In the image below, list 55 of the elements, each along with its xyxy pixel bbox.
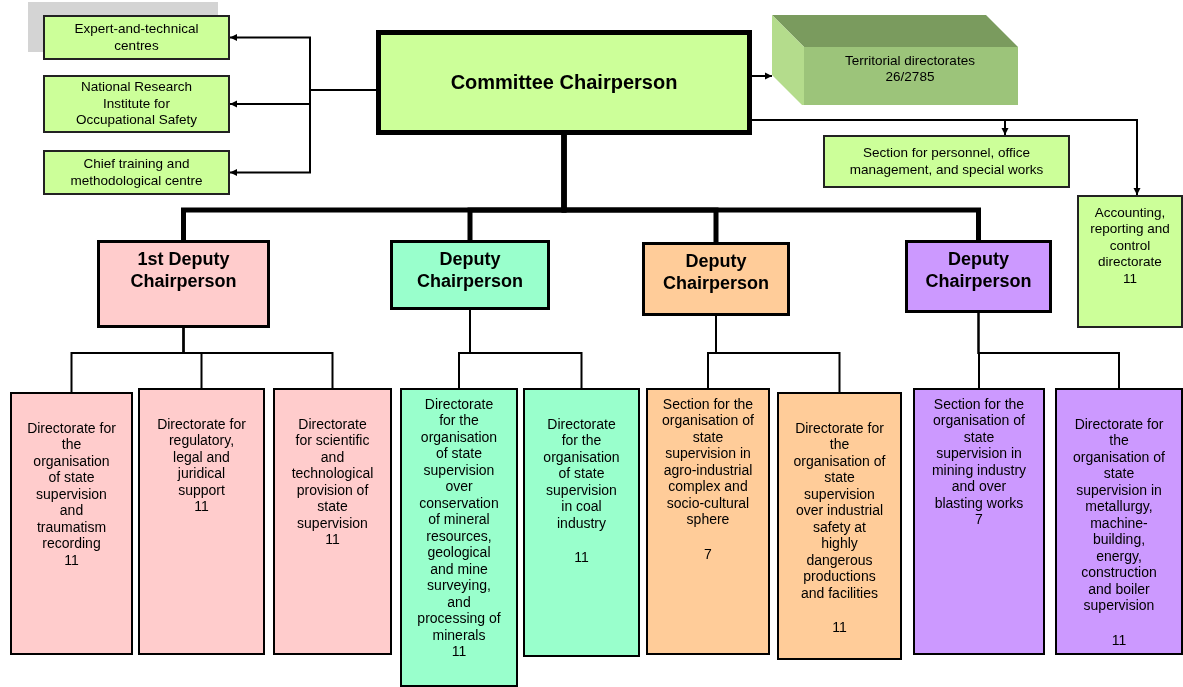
unit-name: Committee Chairperson <box>450 70 678 95</box>
arrow <box>229 89 377 176</box>
connector-line <box>715 315 841 393</box>
staff-count: 11 <box>1111 631 1127 649</box>
connector-line <box>469 309 583 389</box>
unit-name: Expert-and-technical centres <box>73 21 200 54</box>
unit-name: Deputy Chairperson <box>662 251 770 295</box>
unit-name: Directorate for the organisation of state supervision and traumatism recording <box>26 420 117 552</box>
unit-box <box>823 135 1070 188</box>
staff-count: 11 <box>325 531 340 548</box>
unit-name: Section for personnel, office management, and special works <box>848 145 1045 178</box>
staff-count: 11 <box>194 498 209 515</box>
arrow <box>751 72 773 80</box>
staff-count: 7 <box>975 511 983 528</box>
staff-count: 11 <box>574 549 589 566</box>
unit-name: Directorate for regulatory, legal and juridical support <box>156 416 247 499</box>
directorate-box <box>1055 388 1183 655</box>
unit-name: Accounting, reporting and control directorate <box>1089 205 1171 271</box>
staff-count: 11 <box>451 643 467 660</box>
unit-name: National Research Institute for Occupational Safety <box>75 79 198 129</box>
unit-name: Section for the organisation of state supervision in mining industry and over blasting works <box>930 396 1028 512</box>
unit-name: Directorate for the organisation of state supervision in metallurgy, machine-building, energy, construction and boiler supervision <box>1072 416 1166 614</box>
directorate-box <box>138 388 265 655</box>
staff-count: 11 <box>1123 270 1137 288</box>
unit-box <box>43 150 230 195</box>
unit-name: 1st Deputy Chairperson <box>129 249 238 293</box>
deputy-box <box>390 240 550 310</box>
unit-box <box>1077 195 1183 328</box>
deputy-box <box>642 242 790 316</box>
directorate-box <box>10 392 133 655</box>
directorate-box <box>777 392 902 660</box>
staff-count: 11 <box>64 551 79 569</box>
staff-count: 11 <box>832 619 847 636</box>
directorate-box <box>646 388 770 655</box>
unit-name: Directorate for the organisation of state supervision over conservation of mineral resources, geological and mine surveying, and processing of minerals <box>416 396 502 644</box>
connector-line <box>182 327 334 389</box>
unit-name: Deputy Chairperson <box>416 249 524 293</box>
staff-count: 7 <box>704 545 712 563</box>
unit-name: Section for the organisation of state supervision in agro-industrial complex and socio-cultural sphere <box>662 396 754 528</box>
connector-line <box>561 135 981 240</box>
unit-box <box>43 15 230 60</box>
unit-name: Directorate for scientific and technological provision of state supervision <box>290 416 375 532</box>
deputy-box <box>905 240 1052 313</box>
unit-name: Deputy Chairperson <box>924 249 1033 293</box>
chairperson-box <box>376 30 752 135</box>
directorate-box <box>273 388 392 655</box>
unit-name: Directorate for the organisation of state supervision over industrial safety at highly dangerous productions and facilities <box>793 420 886 602</box>
unit-name: Chief training and methodological centre <box>69 156 204 189</box>
directorate-box <box>400 388 518 687</box>
directorate-box <box>523 388 640 657</box>
connector-line <box>977 312 1120 389</box>
deputy-box <box>97 240 270 328</box>
directorate-box <box>913 388 1045 655</box>
unit-box <box>43 75 230 133</box>
unit-name: Directorate for the organisation of state supervision in coal industry <box>542 416 621 532</box>
